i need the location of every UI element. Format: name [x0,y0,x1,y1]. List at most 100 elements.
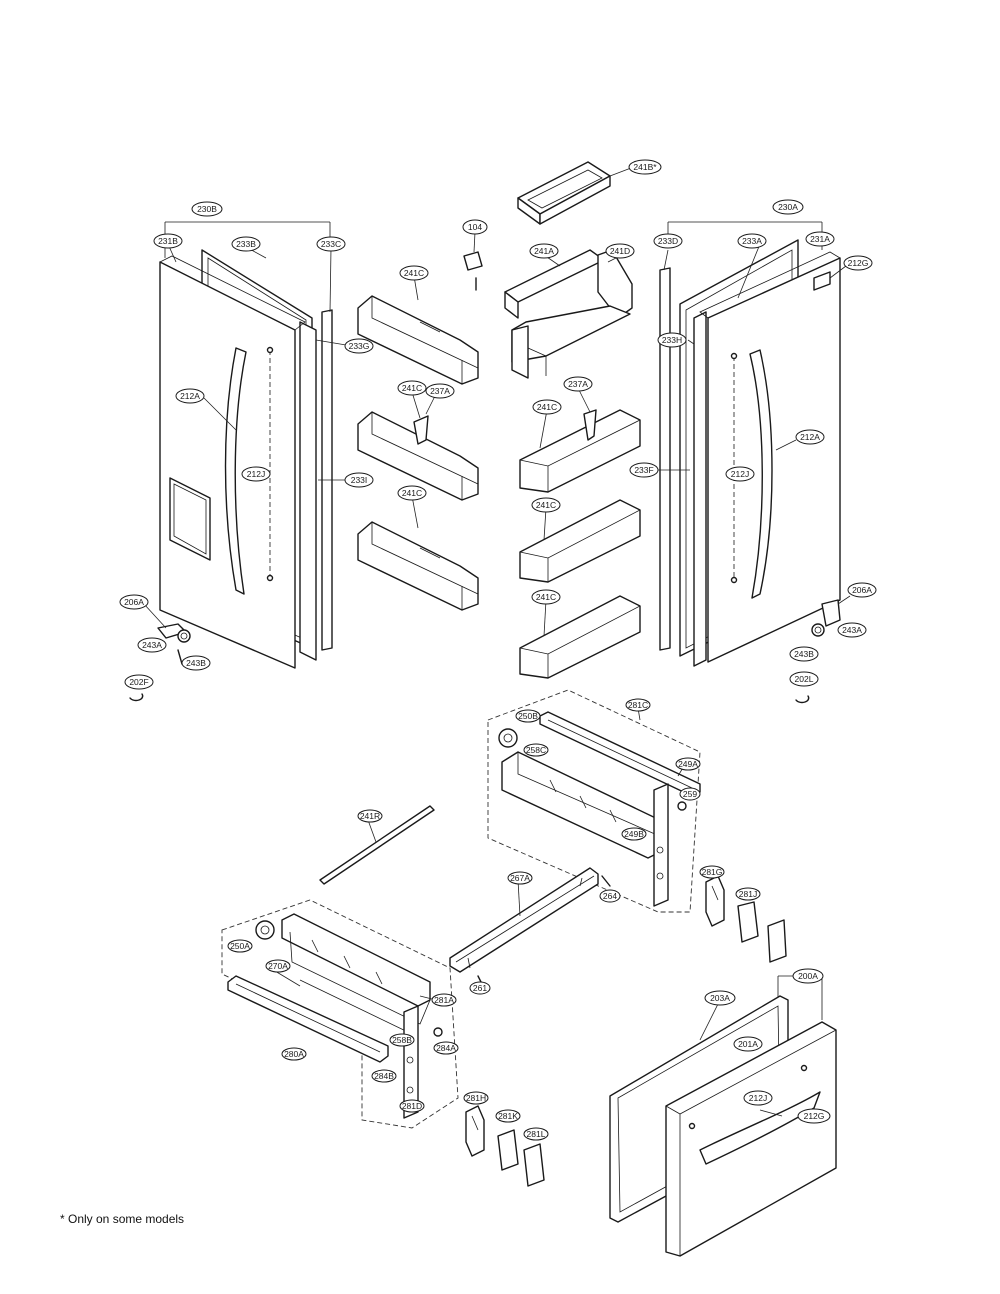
lower-side-brackets [465,1105,545,1187]
svg-text:284A: 284A [436,1043,456,1053]
svg-text:233F: 233F [634,465,653,475]
callout-281D: 281D [399,1099,425,1113]
right-door-assembly [659,221,841,704]
svg-text:261: 261 [473,983,487,993]
svg-text:233B: 233B [236,239,256,249]
svg-text:284B: 284B [374,1071,394,1081]
svg-text:201A: 201A [738,1039,758,1049]
svg-text:233D: 233D [658,236,678,246]
svg-text:241C: 241C [402,488,422,498]
callout-281G: 281G [699,865,725,879]
callout-241R: 241R [357,809,383,823]
svg-text:281J: 281J [739,889,757,899]
svg-text:230A: 230A [778,202,798,212]
callout-241C-4: 241C [532,399,562,415]
svg-text:212A: 212A [800,432,820,442]
left-door-bins [357,295,479,611]
svg-text:233G: 233G [349,341,370,351]
callout-241C-1: 241C [399,265,429,281]
callout-281L: 281L [523,1127,549,1141]
svg-text:200A: 200A [798,971,818,981]
svg-text:258C: 258C [526,745,546,755]
svg-text:281K: 281K [498,1111,518,1121]
svg-text:241C: 241C [536,592,556,602]
lower-drawer-rail-assembly [221,899,459,1129]
callout-243A-right: 243A [837,622,867,638]
callout-261: 261 [469,981,491,995]
callout-233F: 233F [629,462,659,478]
callout-233A: 233A [737,233,767,249]
loose-rails [319,805,611,989]
svg-text:202L: 202L [795,674,814,684]
svg-text:241A: 241A [534,246,554,256]
callout-258B: 258B [389,1033,415,1047]
svg-text:212J: 212J [731,469,749,479]
svg-text:241R: 241R [360,811,380,821]
svg-text:259: 259 [683,789,697,799]
freezer-drawer-assembly [609,975,837,1257]
svg-text:241C: 241C [402,383,422,393]
svg-text:281H: 281H [466,1093,486,1103]
svg-text:233C: 233C [321,239,341,249]
svg-text:212J: 212J [749,1093,767,1103]
svg-text:237A: 237A [430,386,450,396]
svg-text:233A: 233A [742,236,762,246]
callout-202F: 202F [124,674,154,690]
callout-241D: 241D [605,243,635,259]
callout-281K: 281K [495,1109,521,1123]
svg-text:212G: 212G [848,258,869,268]
callout-241C-6: 241C [531,589,561,605]
callout-212G-bottom: 212G [797,1108,831,1124]
callout-243B-right: 243B [789,646,819,662]
callout-104: 104 [462,219,488,235]
callout-237A-right: 237A [563,376,593,392]
svg-text:233I: 233I [351,475,368,485]
svg-text:281L: 281L [527,1129,546,1139]
svg-text:250A: 250A [230,941,250,951]
callout-241C-2: 241C [397,380,427,396]
svg-text:212G: 212G [804,1111,825,1121]
svg-text:206A: 206A [124,597,144,607]
svg-text:250B: 250B [518,711,538,721]
callout-243B-left: 243B [181,655,211,671]
callout-267A: 267A [507,871,533,885]
svg-text:280A: 280A [284,1049,304,1059]
svg-text:202F: 202F [129,677,148,687]
svg-text:264: 264 [603,891,617,901]
svg-text:231B: 231B [158,236,178,246]
svg-text:212A: 212A [180,391,200,401]
callout-249B: 249B [621,827,647,841]
svg-text:241B*: 241B* [633,162,657,172]
callout-270A: 270A [265,959,291,973]
callout-241A: 241A [529,243,559,259]
callout-231A: 231A [805,231,835,247]
svg-text:281C: 281C [628,700,648,710]
svg-text:230B: 230B [197,204,217,214]
callout-241C-5: 241C [531,497,561,513]
callout-264: 264 [599,889,621,903]
callout-284A: 284A [433,1041,459,1055]
callout-201A: 201A [733,1036,763,1052]
callout-281J: 281J [735,887,761,901]
callout-280A: 280A [281,1047,307,1061]
callout-212A-right: 212A [795,429,825,445]
svg-text:233H: 233H [662,335,682,345]
svg-text:212J: 212J [247,469,265,479]
callout-233B: 233B [231,236,261,252]
callout-203A: 203A [704,990,736,1006]
callout-237A-left: 237A [425,383,455,399]
callout-212A-left: 212A [175,388,205,404]
svg-text:231A: 231A [810,234,830,244]
callout-labels: 230B 231B 233B 233C 233G 233I 212A 212J … [119,159,877,1141]
callout-233H: 233H [657,332,687,348]
svg-text:281D: 281D [402,1101,422,1111]
callout-233D: 233D [653,233,683,249]
callout-250A: 250A [227,939,253,953]
callout-233C: 233C [316,236,346,252]
callout-206A-right: 206A [847,582,877,598]
callout-233G: 233G [344,338,374,354]
callout-243A-left: 243A [137,637,167,653]
callout-249A: 249A [675,757,701,771]
svg-text:243A: 243A [842,625,862,635]
